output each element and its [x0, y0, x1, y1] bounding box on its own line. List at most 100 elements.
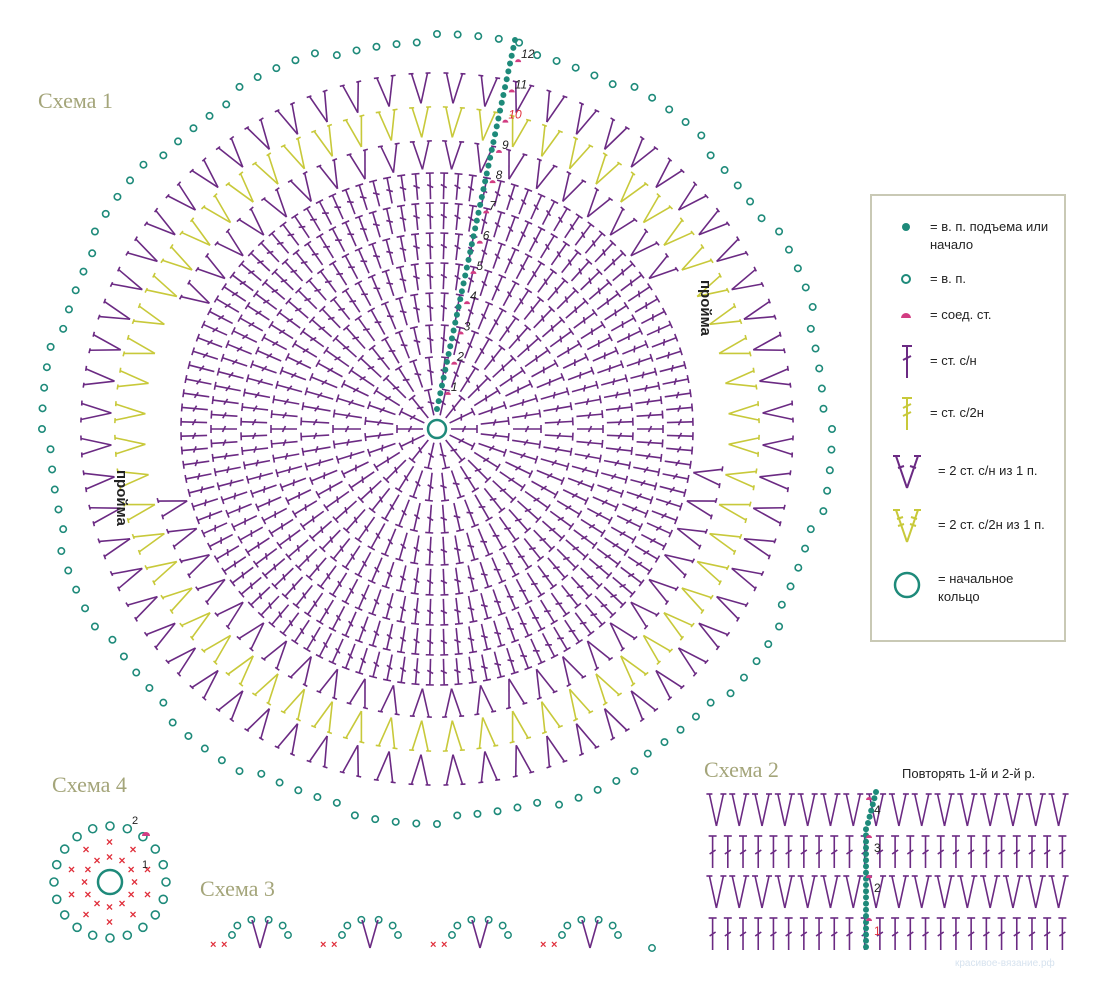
chain-stitch	[205, 111, 214, 120]
stitch-mark	[165, 527, 198, 550]
chain-stitch	[801, 544, 810, 553]
chain-stitch	[264, 915, 273, 924]
lift-chain-dot	[462, 272, 469, 279]
stitch-mark	[261, 333, 288, 351]
stitch-mark	[230, 326, 258, 343]
stitch-mark	[348, 471, 375, 492]
stitch-mark	[626, 353, 654, 367]
stitch-mark	[449, 407, 476, 424]
sc-mark: ×	[106, 850, 113, 864]
sc-mark: ×	[119, 897, 126, 911]
sc-mark: ×	[94, 897, 101, 911]
chain-stitch	[811, 344, 820, 353]
stitch-mark	[603, 459, 632, 470]
stitch-mark	[368, 589, 382, 617]
stitch-mark	[409, 358, 424, 388]
chain-stitch	[374, 915, 383, 924]
lift-chain-dot	[500, 91, 507, 98]
stitch-mark	[627, 283, 653, 302]
stitch-mark	[524, 346, 551, 368]
v-stitch	[888, 875, 909, 909]
stitch-mark	[195, 578, 226, 606]
stitch-mark	[221, 556, 247, 575]
stitch-mark	[97, 298, 131, 320]
chain-stitch	[608, 80, 617, 89]
slip-stitch	[866, 918, 872, 921]
stitch-mark	[238, 260, 262, 282]
stitch-mark	[328, 260, 348, 286]
sc-mark: ×	[430, 939, 436, 951]
chain-stitch	[453, 811, 462, 820]
lift-chain-dot	[863, 863, 869, 870]
sc-mark: ×	[144, 887, 151, 901]
stitch-mark	[480, 432, 510, 442]
stitch-mark	[375, 717, 398, 750]
chain-stitch	[294, 786, 303, 795]
chain-stitch	[453, 921, 462, 930]
stitch-mark	[354, 214, 369, 242]
stitch-mark	[698, 622, 731, 651]
stitch-mark	[605, 446, 634, 456]
stitch-mark	[454, 567, 464, 595]
lift-chain-dot	[863, 925, 869, 932]
stitch-mark	[449, 434, 476, 451]
v-stitch	[729, 793, 750, 827]
chain-stitch	[150, 844, 161, 854]
stitch-mark	[479, 269, 493, 297]
slip-stitch	[495, 149, 502, 153]
chain-stitch	[278, 921, 287, 930]
stitch-mark	[311, 123, 334, 157]
stitch-mark	[189, 157, 219, 189]
sc-mark: ×	[210, 939, 216, 951]
stitch-mark	[213, 466, 241, 477]
stitch-mark	[303, 240, 324, 266]
chain-stitch	[608, 921, 617, 930]
chain-stitch	[59, 324, 68, 333]
stitch-mark	[666, 432, 694, 441]
stitch-mark	[424, 356, 434, 386]
stitch-mark	[364, 416, 394, 426]
stitch-mark	[316, 157, 339, 190]
lift-chain-dot	[450, 327, 457, 334]
stitch-mark	[513, 545, 533, 571]
stitch-mark	[513, 287, 533, 313]
stitch-mark	[270, 410, 298, 419]
chain-stitch	[332, 51, 341, 60]
stitch-mark	[640, 307, 667, 325]
stitch-mark	[635, 396, 663, 406]
v-stitch	[843, 875, 864, 909]
slip-stitch	[451, 361, 458, 365]
stitch-mark	[528, 226, 546, 253]
stitch-mark	[382, 593, 394, 621]
chain-stitch	[752, 657, 761, 666]
v-stitch	[957, 875, 978, 909]
stitch-mark	[440, 628, 449, 656]
stitch-mark	[573, 529, 598, 550]
stitch-mark	[564, 213, 583, 239]
stitch-mark	[466, 296, 479, 326]
chain-stitch	[825, 466, 834, 475]
lift-chain-dot	[465, 256, 472, 263]
stitch-mark	[308, 520, 333, 542]
stitch-mark	[275, 380, 303, 393]
dc-stitch	[708, 835, 717, 868]
stitch-mark	[114, 434, 146, 457]
stitch-mark	[586, 640, 614, 671]
stitch-mark	[251, 152, 279, 185]
v-stitch	[934, 875, 955, 909]
stitch-mark	[342, 710, 365, 744]
stitch-mark	[512, 439, 542, 449]
stitch-mark	[597, 360, 625, 374]
stitch-mark	[306, 735, 328, 769]
stitch-mark	[189, 669, 219, 701]
chain-stitch	[357, 915, 366, 924]
v-treble-crochet-icon	[892, 506, 922, 543]
stitch-mark	[275, 465, 303, 478]
stitch-mark	[509, 394, 539, 408]
watermark: красивое-вязание.рф	[955, 958, 1055, 969]
stitch-mark	[564, 619, 583, 645]
stitch-mark	[257, 239, 280, 263]
lift-chain-dot	[508, 52, 515, 59]
stitch-mark	[450, 470, 465, 500]
stitch-mark	[635, 453, 663, 462]
